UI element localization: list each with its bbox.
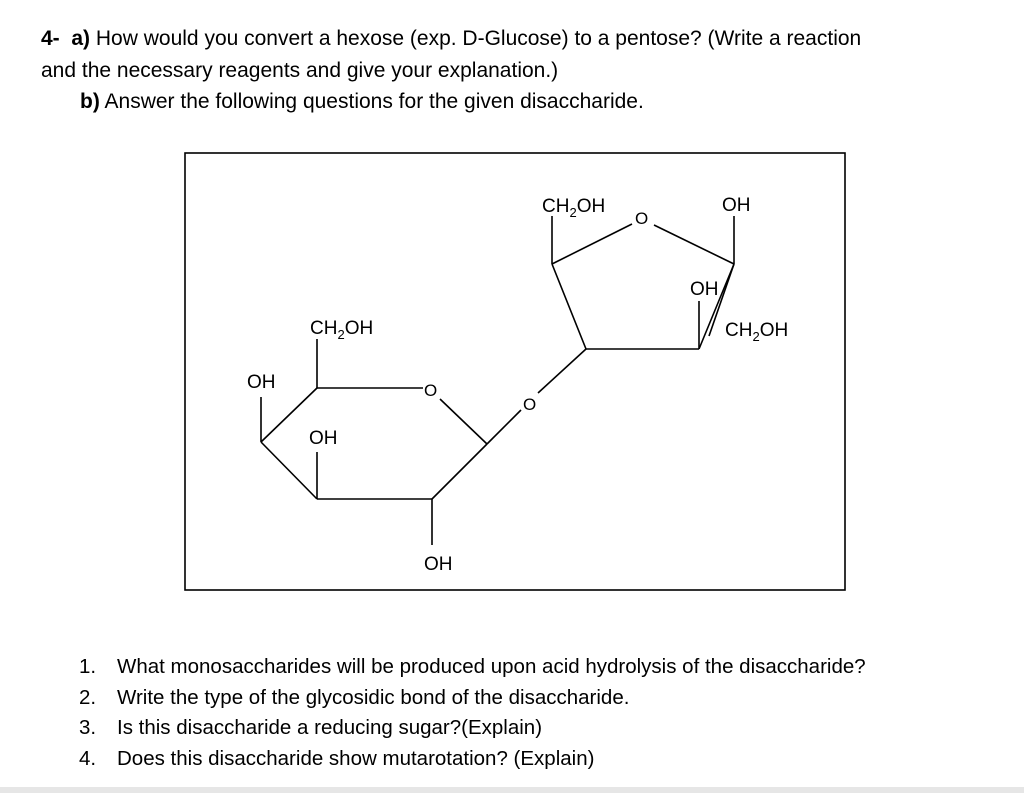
hexose-ring-oxygen-label: O xyxy=(424,381,437,400)
part-b-text: Answer the following questions for the g… xyxy=(104,90,644,113)
bond xyxy=(698,263,735,350)
list-item: 1.What monosaccharides will be produced … xyxy=(79,655,866,678)
pentose-ring-oxygen-label: O xyxy=(635,209,648,228)
glycosidic-oxygen-label: O xyxy=(523,395,536,414)
list-item: 2.Write the type of the glycosidic bond … xyxy=(79,685,630,709)
bond xyxy=(708,263,735,337)
bond xyxy=(653,224,735,265)
hexose-oh-bottom-label: OH xyxy=(424,554,453,575)
bottom-edge xyxy=(0,787,1024,793)
pentose-oh-inner-label: OH xyxy=(690,279,719,300)
glycosidic-bond xyxy=(486,409,522,445)
part-b-marker: b) xyxy=(80,90,100,113)
disaccharide-structure: CH2OH OH OH OH O O CH2OH O OH OH CH2OH xyxy=(184,152,846,591)
bond xyxy=(551,223,633,265)
hexose-oh-inner-label: OH xyxy=(309,428,338,449)
question-number: 4- xyxy=(41,27,60,50)
figure-frame xyxy=(184,152,846,591)
part-a-marker: a) xyxy=(71,27,91,50)
pentose-ch2oh-top-label: CH2OH xyxy=(542,196,605,220)
glycosidic-bond xyxy=(537,348,587,394)
question-a-line-1: 4- a) How would you convert a hexose (ex… xyxy=(41,26,861,52)
bond xyxy=(431,443,488,500)
hexose-oh-left-label: OH xyxy=(247,372,276,393)
bond xyxy=(260,387,318,443)
question-a-line-2: and the necessary reagents and give your… xyxy=(41,58,558,84)
bond xyxy=(260,441,318,500)
list-item: 3.Is this disaccharide a reducing sugar?… xyxy=(79,716,543,739)
pentose-ch2oh-right-label: CH2OH xyxy=(725,320,788,344)
part-a-text-2: and the necessary reagents and give your… xyxy=(41,59,559,82)
pentose-oh-top-label: OH xyxy=(722,195,751,216)
hexose-ring xyxy=(260,339,488,545)
list-item: 4.Does this disaccharide show mutarotati… xyxy=(79,746,595,770)
question-list: 1.What monosaccharides will be produced … xyxy=(79,652,866,774)
hexose-ch2oh-label: CH2OH xyxy=(310,318,373,342)
pentose-ring xyxy=(551,216,735,350)
part-a-text-1: How would you convert a hexose (exp. D-G… xyxy=(95,27,862,50)
bond xyxy=(439,398,488,445)
bond xyxy=(551,263,587,350)
disaccharide-figure: CH2OH OH OH OH O O CH2OH O OH OH CH2OH xyxy=(184,152,846,591)
question-b-line: b) Answer the following questions for th… xyxy=(80,89,644,115)
